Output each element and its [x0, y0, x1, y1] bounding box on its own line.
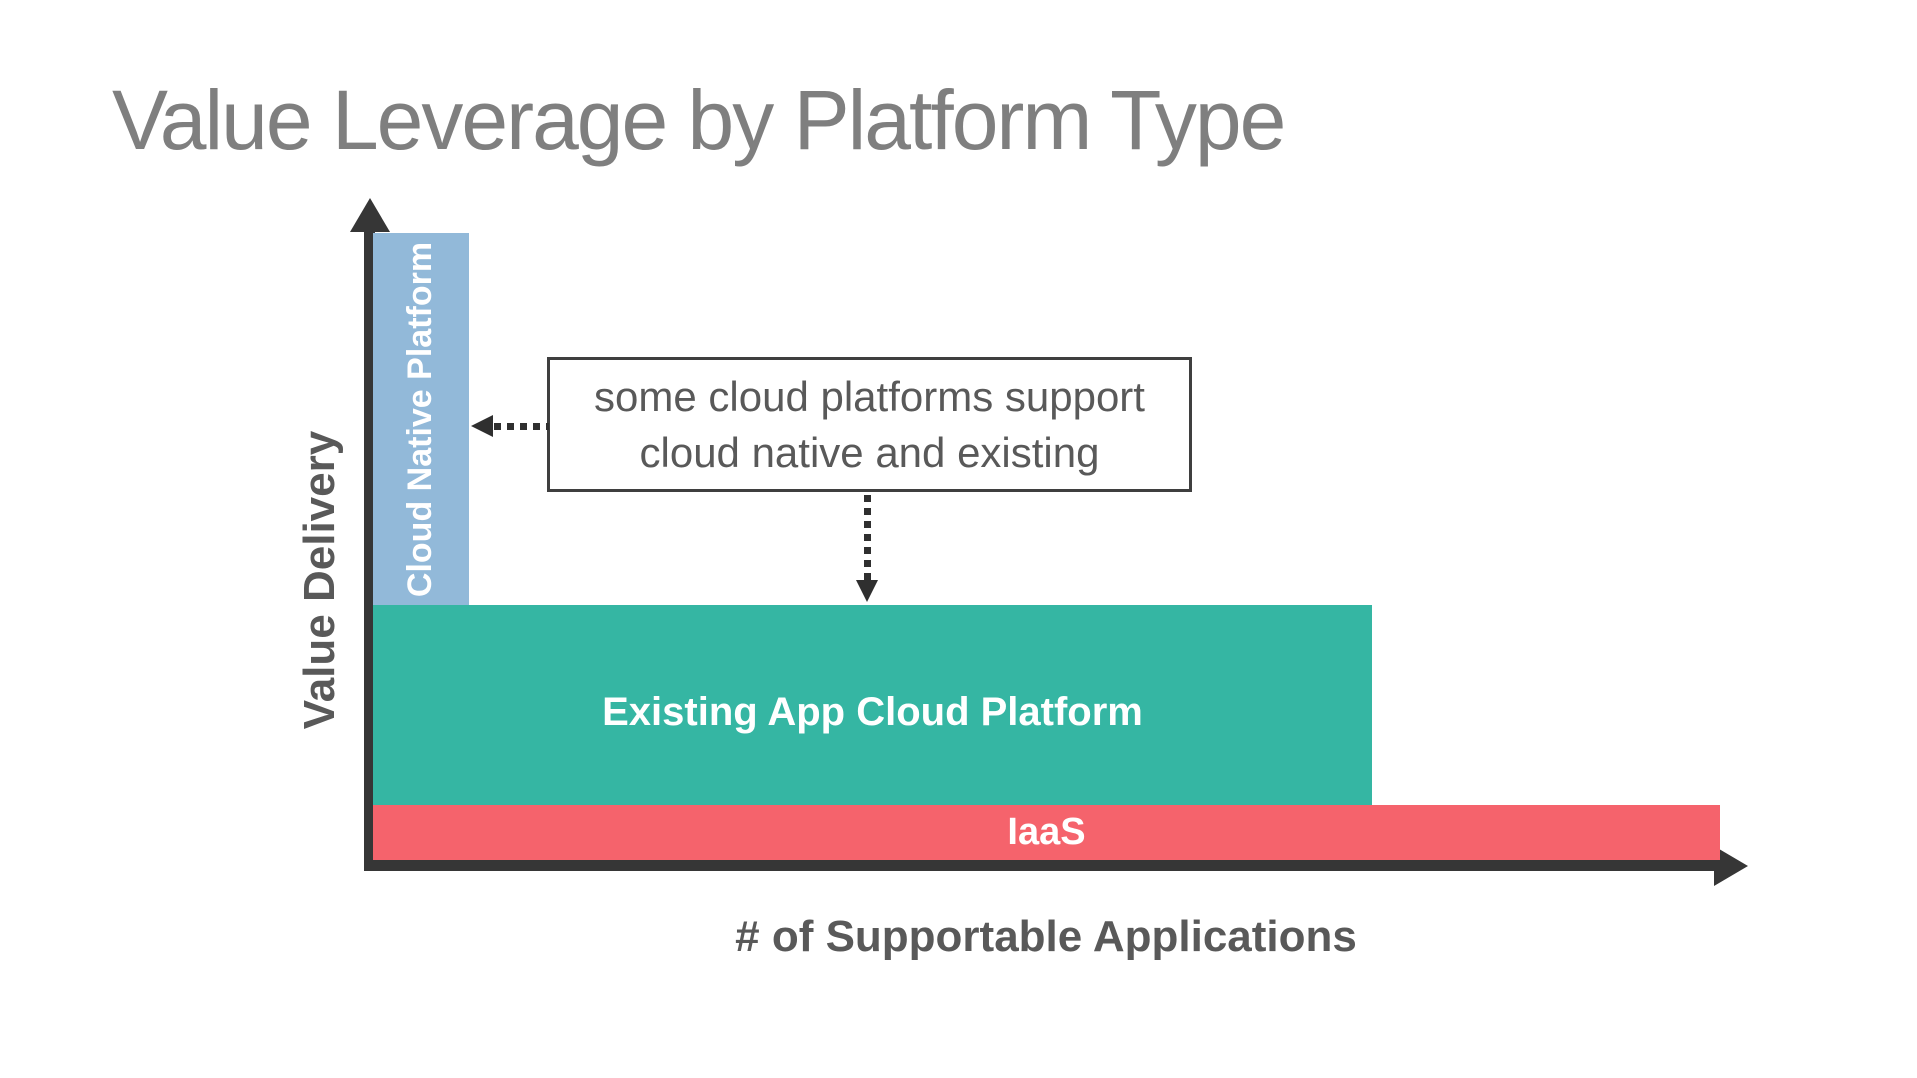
dotted-arrow-down-line — [864, 495, 871, 580]
x-axis-line — [364, 860, 1716, 871]
dotted-arrow-down-icon — [856, 580, 878, 602]
y-axis-label: Value Delivery — [295, 430, 344, 730]
bar-existing-app-label: Existing App Cloud Platform — [602, 689, 1143, 734]
callout-line2: cloud native and existing — [639, 428, 1100, 476]
callout-box: some cloud platforms support cloud nativ… — [547, 357, 1192, 492]
bar-iaas: IaaS — [373, 805, 1720, 860]
bar-cloud-native-label: Cloud Native Platform — [401, 241, 440, 597]
dotted-arrow-left-line — [494, 423, 549, 430]
bar-cloud-native-platform: Cloud Native Platform — [373, 233, 469, 605]
callout-line1: some cloud platforms support — [594, 372, 1145, 420]
page-title: Value Leverage by Platform Type — [112, 73, 1286, 167]
bar-iaas-label: IaaS — [1007, 811, 1086, 853]
x-axis-label: # of Supportable Applications — [735, 912, 1357, 961]
dotted-arrow-left-icon — [471, 415, 493, 437]
bar-existing-app-cloud-platform: Existing App Cloud Platform — [373, 605, 1372, 805]
y-axis-line — [364, 226, 375, 870]
